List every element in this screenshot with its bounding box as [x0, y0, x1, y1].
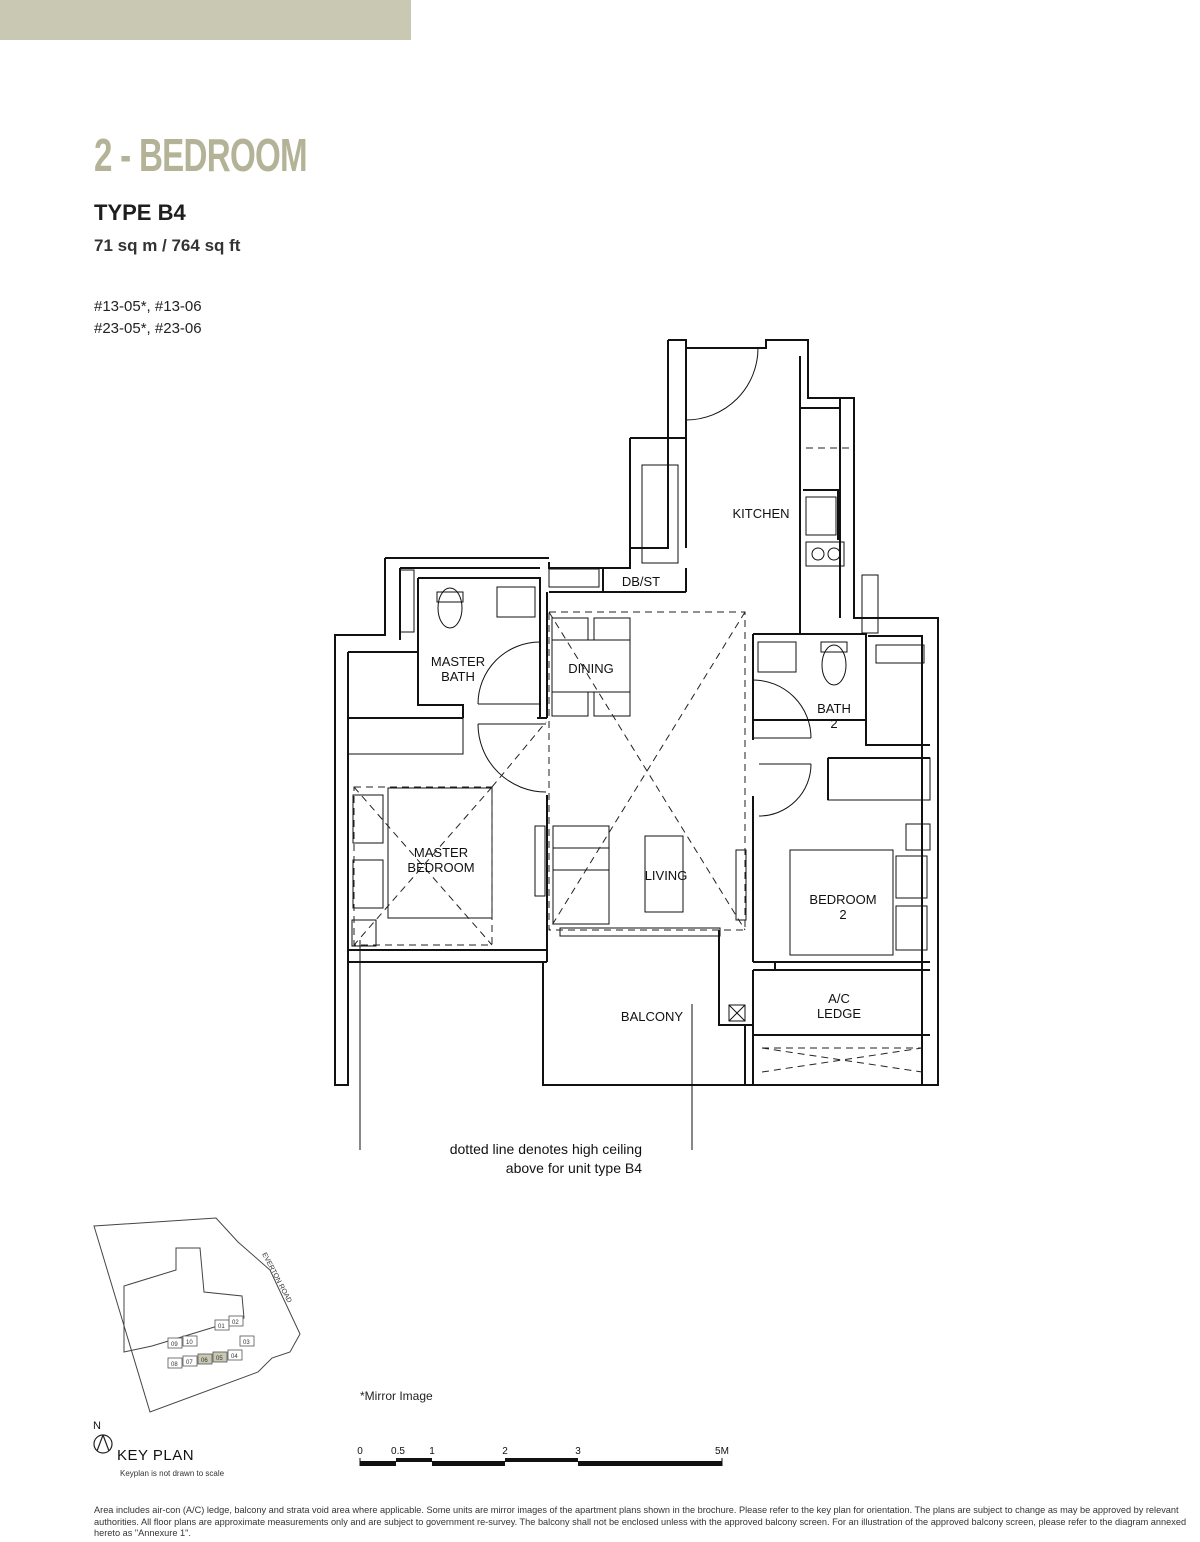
- scale-tick-label: 5M: [715, 1446, 729, 1457]
- high-ceiling-note: dotted line denotes high ceiling above f…: [380, 1140, 642, 1178]
- keyplan-unit-label: 01: [218, 1324, 225, 1330]
- room-label-kitchen: KITCHEN: [732, 506, 789, 521]
- scale-tick-label: 1: [429, 1446, 435, 1457]
- keyplan-unit-label: 03: [243, 1340, 250, 1346]
- keyplan-unit-label: 08: [171, 1362, 178, 1368]
- scale-tick-label: 2: [502, 1446, 508, 1457]
- unit-number-line: #23-05*, #23-06: [94, 320, 202, 337]
- room-label-master-bath: MASTER: [431, 654, 485, 669]
- header-accent-bar: [0, 0, 411, 40]
- room-label-balcony: BALCONY: [621, 1009, 683, 1024]
- north-label: N: [93, 1420, 101, 1432]
- keyplan-unit-label: 10: [186, 1340, 193, 1346]
- room-label-bedroom-2: BEDROOM: [809, 892, 876, 907]
- room-label-dbst: DB/ST: [622, 574, 660, 589]
- room-label-bath-2: BATH: [817, 701, 851, 716]
- room-label-ac-ledge: A/C: [828, 991, 850, 1006]
- high-ceiling-note-line: dotted line denotes high ceiling: [449, 1141, 642, 1157]
- high-ceiling-note-line: above for unit type B4: [505, 1160, 642, 1176]
- room-label-bedroom-2: 2: [839, 907, 846, 922]
- scale-tick-label: 0: [357, 1446, 363, 1457]
- scale-tick-label: 3: [575, 1446, 581, 1457]
- keyplan-unit-label: 04: [231, 1354, 238, 1360]
- scale-bar: 0 0.5 1 2 3 5M: [357, 1446, 729, 1466]
- keyplan-unit-label: 02: [232, 1320, 239, 1326]
- room-label-living: LIVING: [645, 868, 688, 883]
- room-label-ac-ledge: LEDGE: [817, 1006, 861, 1021]
- unit-number-line: #13-05*, #13-06: [94, 298, 202, 315]
- scale-tick-label: 0.5: [391, 1446, 405, 1457]
- unit-area: 71 sq m / 764 sq ft: [94, 236, 241, 255]
- key-plan-subtitle: Keyplan is not drawn to scale: [120, 1469, 225, 1478]
- unit-numbers: #13-05*, #13-06 #23-05*, #23-06: [94, 296, 202, 340]
- key-plan-title: KEY PLAN: [117, 1447, 195, 1464]
- mirror-image-note: *Mirror Image: [360, 1389, 433, 1403]
- unit-type: TYPE B4: [94, 200, 186, 225]
- page-title: 2 - BEDROOM: [94, 129, 308, 181]
- disclaimer-text: Area includes air-con (A/C) ledge, balco…: [94, 1505, 1187, 1538]
- room-label-master-bedroom: MASTER: [414, 845, 468, 860]
- floor-plan: KITCHEN DB/ST MASTER BATH DINING BATH 2 …: [334, 339, 939, 1150]
- road-label: EVERTON ROAD: [260, 1252, 292, 1305]
- room-label-dining: DINING: [568, 661, 614, 676]
- north-arrow-icon: [93, 1434, 113, 1454]
- room-label-master-bedroom: BEDROOM: [407, 860, 474, 875]
- keyplan-unit-label: 07: [186, 1360, 193, 1366]
- keyplan-unit-label: 09: [171, 1342, 178, 1348]
- room-label-master-bath: BATH: [441, 669, 475, 684]
- keyplan-unit-label: 05: [216, 1356, 223, 1362]
- room-label-bath-2: 2: [830, 716, 837, 731]
- keyplan-unit-label: 06: [201, 1358, 208, 1364]
- key-plan-map: 09 10 01 02 08 07 06 05 04 03 EVERTON RO…: [93, 1217, 301, 1413]
